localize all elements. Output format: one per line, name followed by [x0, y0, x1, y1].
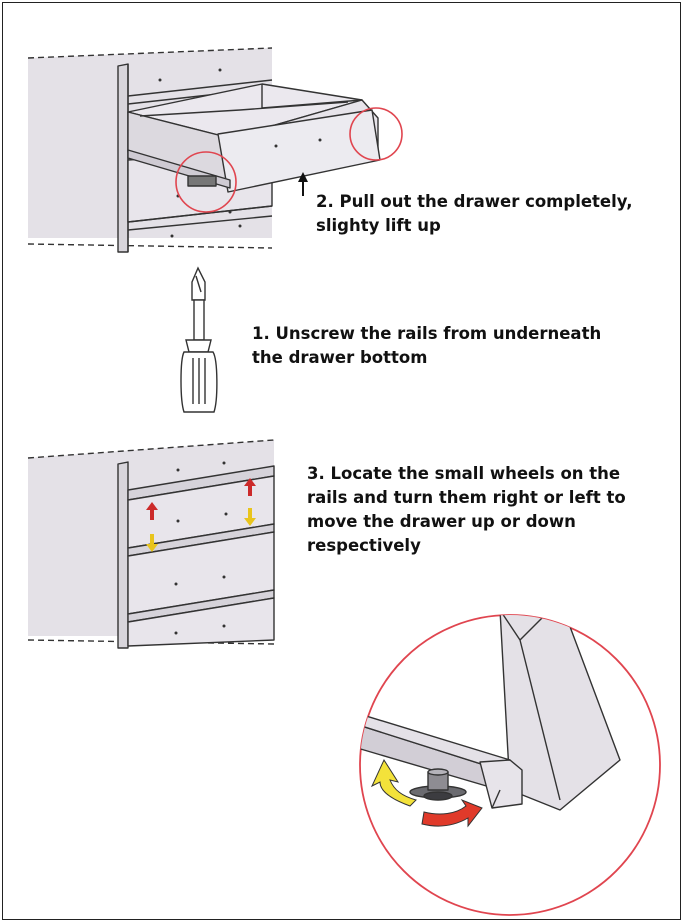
- screwdriver-icon: [180, 266, 218, 413]
- step-2-line-1: 2. Pull out the drawer completely,: [316, 192, 633, 211]
- step-1-line-2: the drawer bottom: [252, 348, 428, 367]
- step-3-instruction: 3. Locate the small wheels on the rails …: [307, 462, 626, 558]
- step-3-line-4: respectively: [307, 536, 421, 555]
- rail-wheel-detail-illustration: [359, 614, 661, 916]
- step-3-line-3: move the drawer up or down: [307, 512, 576, 531]
- step-1-line-1: 1. Unscrew the rails from underneath: [252, 324, 602, 343]
- drawer-pulled-out-illustration: [27, 47, 403, 253]
- step-3-line-2: rails and turn them right or left to: [307, 488, 626, 507]
- step-1-instruction: 1. Unscrew the rails from underneath the…: [252, 322, 601, 370]
- step-2-instruction: 2. Pull out the drawer completely, sligh…: [316, 190, 633, 238]
- step-2-line-2: slighty lift up: [316, 216, 441, 235]
- step-3-line-1: 3. Locate the small wheels on the: [307, 464, 621, 483]
- drawer-stack-illustration: [27, 439, 275, 649]
